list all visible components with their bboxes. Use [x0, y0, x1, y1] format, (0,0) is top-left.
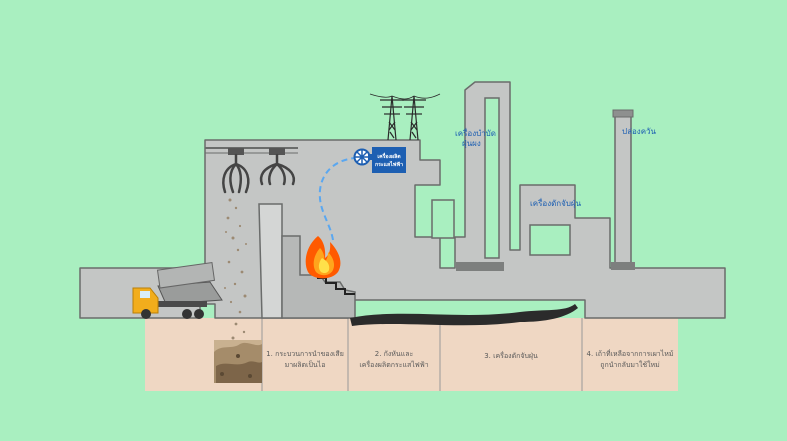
chimney: [614, 114, 632, 269]
stage-caption: มาผลิตเป็นไอ: [285, 360, 326, 369]
duct-gap: [529, 224, 571, 256]
falling-waste: [224, 198, 247, 340]
generator-label: กระแสไฟฟ้า: [375, 160, 403, 168]
waste-pile: [214, 340, 262, 383]
stage-caption: 2. กังหันและ: [375, 350, 414, 358]
generator-label: เครื่องผลิต: [377, 152, 401, 160]
boiler-label: ฝุ่นผง: [462, 139, 481, 148]
fire-icon: [305, 236, 341, 279]
truck-wheel: [182, 309, 192, 319]
power-tower-icon: [369, 93, 441, 141]
grab-crane-right: [259, 148, 295, 186]
grab-crane-left: [222, 148, 250, 194]
boiler-inner: [484, 97, 500, 259]
boiler-base: [456, 262, 504, 271]
dust-collector-label: เครื่องดักจับฝุ่น: [530, 197, 582, 208]
stage-caption: เครื่องผลิตกระแสไฟฟ้า: [359, 360, 428, 369]
stage-caption: ถูกนำกลับมาใช้ใหม่: [600, 360, 660, 369]
truck-wheel: [141, 309, 151, 319]
turbine-icon: [353, 148, 373, 166]
chimney-label: ปล่องควัน: [622, 127, 657, 136]
chimney-base: [611, 262, 635, 270]
boiler-inner-lower: [431, 199, 455, 239]
chimney-top: [612, 109, 634, 118]
steam-path: [318, 157, 356, 241]
bunker-wall: [258, 203, 283, 319]
stage-caption: 1. กระบวนการนำของเสีย: [266, 350, 344, 358]
boiler-label: เครื่องบำบัด: [455, 127, 496, 138]
stage-caption: 3. เครื่องดักจับฝุ่น: [484, 351, 538, 360]
garbage-truck: [132, 261, 223, 319]
ash-conveyor: [350, 304, 578, 326]
generator-box: [372, 147, 406, 173]
stage-caption: 4. เถ้าที่เหลือจากการเผาไหม้: [587, 349, 674, 358]
truck-wheel: [194, 309, 204, 319]
